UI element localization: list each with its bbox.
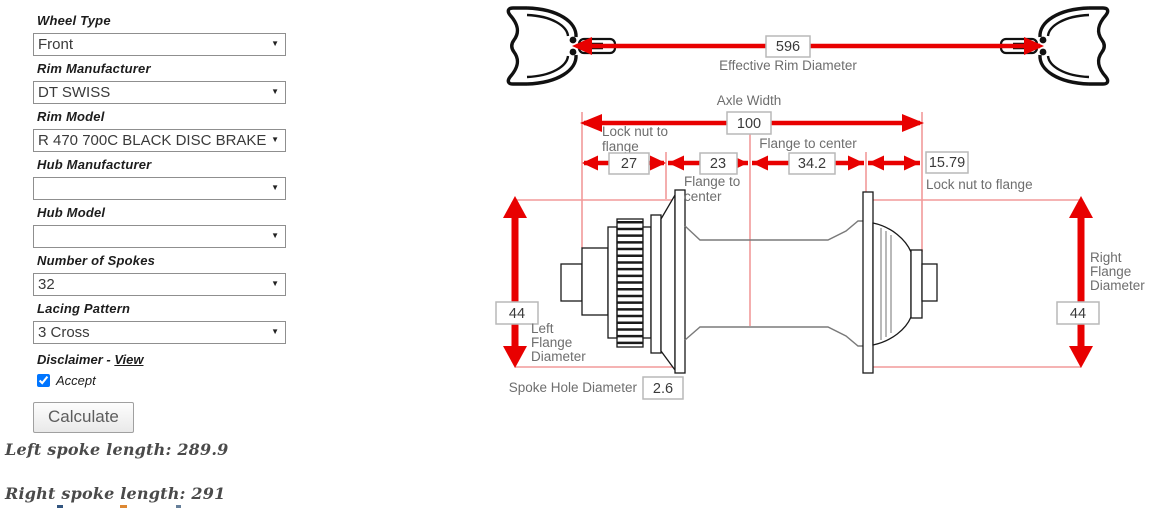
lock-nut-to-flange-right-arrow bbox=[868, 155, 920, 171]
svg-text:100: 100 bbox=[737, 116, 761, 132]
lock-nut-to-flange-left-label: Lock nut to bbox=[602, 124, 668, 139]
spoke-calculator-form: Wheel Type Front ▼ Rim Manufacturer DT S… bbox=[33, 8, 286, 433]
right-spoke-length-result: Right spoke length: 291 bbox=[5, 484, 226, 503]
left-flange-diameter-value[interactable]: 44 bbox=[495, 301, 539, 325]
left-flange-diameter-label: Flange bbox=[531, 335, 572, 350]
lock-nut-to-flange-right-label: Lock nut to flange bbox=[926, 177, 1033, 192]
lock-nut-to-flange-left-label: flange bbox=[602, 139, 639, 154]
right-flange-diameter-label: Flange bbox=[1090, 264, 1131, 279]
left-flange-diameter-arrow bbox=[503, 196, 527, 368]
flange-to-center-left-label: center bbox=[684, 189, 722, 204]
left-axle-end bbox=[560, 263, 583, 302]
right-cone bbox=[872, 222, 912, 346]
hub-dimension-diagram: 596 Effective Rim Diameter Axle Width 10… bbox=[495, 6, 1145, 400]
svg-text:44: 44 bbox=[1070, 306, 1086, 322]
left-flange-diameter-label: Diameter bbox=[531, 349, 586, 364]
clipped-footer-fragment bbox=[120, 505, 127, 508]
spoke-hole-diameter-value[interactable]: 2.6 bbox=[642, 376, 684, 400]
hub-model-select[interactable] bbox=[33, 224, 286, 248]
right-flange bbox=[862, 191, 874, 374]
flange-to-center-left-value[interactable]: 23 bbox=[699, 152, 738, 175]
right-axle-end bbox=[921, 263, 938, 302]
hub-manufacturer-label: Hub Manufacturer bbox=[37, 156, 152, 172]
lacing-pattern-select[interactable]: 3 Cross bbox=[33, 320, 286, 344]
disc-rotor-spline bbox=[616, 218, 644, 348]
svg-text:596: 596 bbox=[776, 39, 800, 55]
left-ring bbox=[650, 214, 662, 354]
left-flange-cone bbox=[660, 192, 676, 372]
hub-manufacturer-select[interactable] bbox=[33, 176, 286, 200]
construction-lines bbox=[515, 112, 1081, 368]
left-spoke-length-result: Left spoke length: 289.9 bbox=[5, 440, 229, 459]
rim-manufacturer-label: Rim Manufacturer bbox=[37, 60, 151, 76]
effective-rim-diameter-label: Effective Rim Diameter bbox=[719, 58, 857, 73]
hub-model-label: Hub Model bbox=[37, 204, 106, 220]
effective-rim-diameter-value[interactable]: 596 bbox=[765, 35, 811, 58]
accept-label: Accept bbox=[56, 372, 96, 388]
flange-to-center-right-label: Flange to center bbox=[759, 136, 857, 151]
svg-text:23: 23 bbox=[710, 156, 726, 172]
accept-checkbox[interactable] bbox=[37, 373, 50, 387]
wheel-type-label: Wheel Type bbox=[37, 13, 111, 28]
number-of-spokes-select[interactable]: 32 bbox=[33, 272, 286, 296]
right-flange-diameter-arrow bbox=[1069, 196, 1093, 368]
right-flange-diameter-label: Right bbox=[1090, 250, 1122, 265]
left-flange bbox=[674, 189, 686, 374]
lacing-pattern-label: Lacing Pattern bbox=[37, 300, 131, 316]
svg-text:34.2: 34.2 bbox=[798, 156, 826, 172]
svg-text:27: 27 bbox=[621, 156, 637, 172]
disclaimer-label: Disclaimer - bbox=[37, 351, 111, 367]
clipped-footer-fragment bbox=[57, 505, 63, 508]
rim-model-label: Rim Model bbox=[37, 108, 105, 124]
lock-nut-to-flange-left-value[interactable]: 27 bbox=[608, 152, 650, 175]
svg-text:15.79: 15.79 bbox=[929, 155, 965, 171]
lock-nut-to-flange-right-value[interactable]: 15.79 bbox=[925, 151, 969, 174]
svg-text:2.6: 2.6 bbox=[653, 381, 673, 397]
rim-manufacturer-select[interactable]: DT SWISS bbox=[33, 80, 286, 104]
left-lock-nut bbox=[581, 247, 609, 316]
axle-width-value[interactable]: 100 bbox=[726, 111, 772, 135]
number-of-spokes-label: Number of Spokes bbox=[37, 252, 156, 268]
disclaimer-view-link[interactable]: View bbox=[114, 351, 144, 367]
spoke-hole-diameter-label: Spoke Hole Diameter bbox=[509, 380, 638, 395]
axle-width-label: Axle Width bbox=[717, 93, 782, 108]
hub-barrel-top bbox=[684, 220, 863, 241]
flange-to-center-left-label: Flange to bbox=[684, 174, 740, 189]
hub-barrel-bottom bbox=[684, 326, 863, 347]
left-flange-diameter-label: Left bbox=[531, 321, 554, 336]
clipped-footer-fragment bbox=[176, 505, 181, 508]
left-spacer-2 bbox=[642, 226, 652, 339]
svg-text:44: 44 bbox=[509, 306, 525, 322]
right-flange-diameter-label: Diameter bbox=[1090, 278, 1145, 293]
left-spacer bbox=[607, 226, 618, 339]
flange-to-center-right-value[interactable]: 34.2 bbox=[788, 152, 836, 175]
hub-drawing bbox=[560, 189, 938, 374]
calculate-button[interactable]: Calculate bbox=[33, 401, 134, 433]
right-flange-diameter-value[interactable]: 44 bbox=[1056, 301, 1100, 325]
wheel-type-select[interactable]: Front bbox=[33, 32, 286, 56]
rim-model-select[interactable]: R 470 700C BLACK DISC BRAKE bbox=[33, 128, 286, 152]
right-lock-nut bbox=[910, 249, 923, 319]
